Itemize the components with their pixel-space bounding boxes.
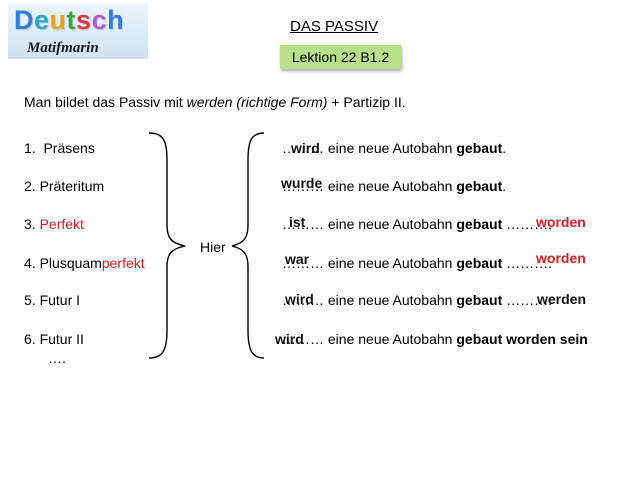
logo-letter: e bbox=[34, 5, 50, 35]
hier-label: Hier bbox=[200, 239, 226, 255]
tense-item: 6. Futur II bbox=[24, 331, 84, 347]
sentence-tail: ………. bbox=[502, 216, 553, 232]
logo-letter: c bbox=[91, 5, 108, 35]
logo-letter: t bbox=[66, 5, 77, 35]
tense-number: 1. bbox=[24, 140, 36, 156]
tense-label: Plusquam bbox=[39, 255, 102, 271]
tense-more: …. bbox=[48, 350, 66, 366]
tense-label: Präteritum bbox=[39, 178, 105, 194]
example-sentence: ……… eine neue Autobahn gebaut ………. bbox=[282, 216, 552, 232]
sentence-tail: ………. bbox=[502, 255, 553, 271]
tense-item: 1. Präsens bbox=[24, 140, 95, 156]
example-sentence: ……… eine neue Autobahn gebaut. bbox=[282, 140, 506, 156]
page-title: DAS PASSIV bbox=[290, 18, 379, 35]
tense-item: 5. Futur I bbox=[24, 292, 80, 308]
sentence-tail: ………. bbox=[502, 292, 553, 308]
example-sentence: ……… eine neue Autobahn gebaut ………. bbox=[282, 255, 552, 271]
tense-label: Futur II bbox=[39, 331, 84, 347]
sentence-text: eine neue Autobahn bbox=[327, 216, 457, 232]
tense-number: 4. bbox=[24, 255, 36, 271]
answer-worden: worden bbox=[536, 214, 586, 230]
sentence-tail: . bbox=[502, 140, 507, 156]
logo-letter: s bbox=[76, 5, 92, 35]
answer-worden: worden bbox=[536, 250, 586, 266]
lesson-badge: Lektion 22 B1.2 bbox=[280, 45, 401, 69]
answer-aux: wird bbox=[285, 291, 314, 307]
blank-dots: ……… bbox=[282, 216, 328, 232]
blank-dots: ……… bbox=[282, 140, 328, 156]
sentence-text: eine neue Autobahn bbox=[327, 331, 457, 347]
tense-label-red: perfekt bbox=[101, 255, 145, 271]
example-sentence: ……… eine neue Autobahn gebaut ………. bbox=[282, 292, 552, 308]
tense-number: 5. bbox=[24, 292, 36, 308]
participle: gebaut bbox=[456, 216, 503, 232]
participle: gebaut bbox=[456, 255, 503, 271]
tense-number: 2. bbox=[24, 178, 36, 194]
tense-label-red: Perfekt bbox=[39, 216, 84, 232]
logo-wordmark: Deutsch bbox=[14, 5, 124, 36]
rule-sentence: Man bildet das Passiv mit werden (richti… bbox=[24, 94, 406, 110]
rule-suffix: + Partizip II. bbox=[327, 94, 406, 110]
answer-werden: werden bbox=[537, 291, 587, 307]
blank-dots: ……… bbox=[282, 292, 328, 308]
rule-prefix: Man bildet das Passiv mit bbox=[24, 94, 187, 110]
blank-dots: ……… bbox=[282, 331, 328, 347]
participle: gebaut bbox=[456, 140, 503, 156]
tense-label: Präsens bbox=[43, 140, 95, 156]
right-brace-icon bbox=[231, 132, 265, 359]
left-brace-icon bbox=[148, 132, 186, 359]
logo-letter: h bbox=[107, 5, 125, 35]
sentence-text: eine neue Autobahn bbox=[327, 178, 457, 194]
tense-number: 6. bbox=[24, 331, 36, 347]
logo-letter: u bbox=[49, 5, 67, 35]
answer-aux: ist bbox=[289, 214, 306, 230]
participle: gebaut bbox=[456, 178, 503, 194]
tense-number: 3. bbox=[24, 216, 36, 232]
tense-item: 2. Präteritum bbox=[24, 178, 104, 194]
sentence-text: eine neue Autobahn bbox=[327, 292, 457, 308]
tense-label: Futur I bbox=[39, 292, 81, 308]
participle: gebaut worden sein bbox=[456, 331, 588, 347]
logo-subtitle: Matifmarin bbox=[27, 40, 99, 56]
logo: Deutsch Matifmarin bbox=[8, 3, 148, 59]
sentence-text: eine neue Autobahn bbox=[327, 255, 457, 271]
blank-dots: ……… bbox=[282, 178, 328, 194]
answer-aux: wurde bbox=[281, 175, 323, 191]
answer-aux: wird bbox=[275, 331, 304, 347]
sentence-text: eine neue Autobahn bbox=[327, 140, 457, 156]
answer-aux: war bbox=[285, 251, 310, 267]
blank-dots: ……… bbox=[282, 255, 328, 271]
example-sentence: ……… eine neue Autobahn gebaut. bbox=[282, 178, 506, 194]
sentence-tail: . bbox=[502, 178, 507, 194]
tense-item: 4. Plusquamperfekt bbox=[24, 255, 145, 271]
example-sentence: ……… eine neue Autobahn gebaut worden sei… bbox=[282, 331, 588, 347]
rule-italic: werden (richtige Form) bbox=[186, 94, 328, 110]
participle: gebaut bbox=[456, 292, 503, 308]
answer-aux: wird bbox=[291, 140, 320, 156]
tense-item: 3. Perfekt bbox=[24, 216, 84, 232]
logo-letter: D bbox=[14, 5, 34, 35]
